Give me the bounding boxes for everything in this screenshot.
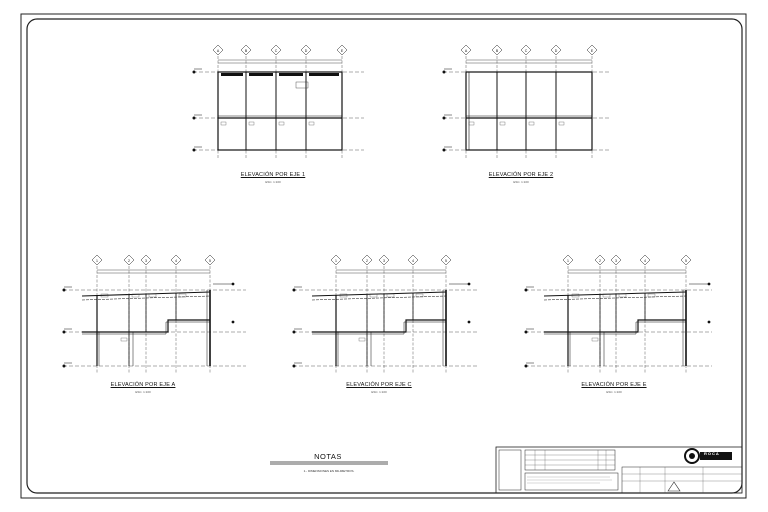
title-block	[495, 446, 743, 494]
grid-bubble: A	[212, 44, 224, 56]
elevation-eje-e: 1 2 3 4 5	[524, 254, 712, 374]
svg-text:4: 4	[412, 259, 414, 263]
svg-text:1: 1	[96, 259, 98, 263]
grid-bubble: A	[460, 44, 472, 56]
elevation-title: ELEVACIÓN POR EJE E	[581, 382, 647, 388]
grid-bubble: D	[300, 44, 312, 56]
svg-text:3: 3	[383, 259, 385, 263]
svg-text:5: 5	[685, 259, 687, 263]
svg-text:2: 2	[366, 259, 368, 263]
grid-bubble: 5	[680, 254, 692, 266]
svg-text:D: D	[555, 49, 558, 53]
elevation-title: ELEVACIÓN POR EJE 2	[488, 172, 554, 178]
grid-bubble: 4	[407, 254, 419, 266]
svg-text:B: B	[496, 49, 499, 53]
outer-frame	[20, 13, 747, 499]
svg-text:2: 2	[128, 259, 130, 263]
svg-text:5: 5	[209, 259, 211, 263]
elevation-scale: ESC. 1:100	[135, 390, 151, 394]
grid-bubble: C	[270, 44, 282, 56]
grid-bubble: 1	[91, 254, 103, 266]
elevation-scale: ESC. 1:100	[371, 390, 387, 394]
elevation-title: ELEVACIÓN POR EJE A	[110, 382, 176, 388]
svg-text:5: 5	[445, 259, 447, 263]
svg-text:D: D	[305, 49, 308, 53]
grid-bubble: C	[520, 44, 532, 56]
svg-text:C: C	[275, 49, 278, 53]
elevation-eje-2: A B C D E	[442, 44, 611, 158]
svg-text:3: 3	[145, 259, 147, 263]
svg-text:4: 4	[175, 259, 177, 263]
elevation-eje-c: 1 2 3 4 5	[292, 254, 479, 374]
logo	[684, 448, 732, 464]
grid-bubble: 2	[361, 254, 373, 266]
elevation-scale: ESC. 1:100	[606, 390, 622, 394]
elevation-title: ELEVACIÓN POR EJE C	[346, 382, 412, 388]
elevation-eje-1: A B C D E	[192, 44, 364, 158]
svg-text:A: A	[465, 49, 468, 53]
grid-bubble: 1	[562, 254, 574, 266]
svg-text:B: B	[245, 49, 248, 53]
grid-bubble: 5	[204, 254, 216, 266]
elevation-eje-a: 1 2 3 4 5	[62, 254, 246, 374]
svg-text:A: A	[217, 49, 220, 53]
grid-bubble: 3	[378, 254, 390, 266]
grid-bubble: E	[336, 44, 348, 56]
svg-text:E: E	[341, 49, 344, 53]
grid-bubble: 5	[440, 254, 452, 266]
svg-text:E: E	[591, 49, 594, 53]
grid-bubble: E	[586, 44, 598, 56]
elevation-title: ELEVACIÓN POR EJE 1	[240, 172, 306, 178]
svg-text:2: 2	[599, 259, 601, 263]
notes-title: NOTAS	[314, 452, 342, 461]
grid-bubble: 2	[123, 254, 135, 266]
logo-text: ROCA	[704, 451, 720, 456]
grid-bubble: B	[491, 44, 503, 56]
elevation-scale: ESC. 1:100	[513, 180, 529, 184]
grid-bubble: 1	[330, 254, 342, 266]
grid-bubble: 4	[639, 254, 651, 266]
svg-text:1: 1	[335, 259, 337, 263]
grid-bubble: 4	[170, 254, 182, 266]
grid-bubble: 2	[594, 254, 606, 266]
notes-item: 1.- DIMENSIONES EN MILIMETROS.	[303, 469, 355, 473]
svg-text:C: C	[525, 49, 528, 53]
grid-bubble: B	[240, 44, 252, 56]
grid-bubble: 3	[610, 254, 622, 266]
grid-bubble: 3	[140, 254, 152, 266]
grid-bubble: D	[550, 44, 562, 56]
elevation-scale: ESC. 1:100	[265, 180, 281, 184]
svg-text:3: 3	[615, 259, 617, 263]
inner-frame	[26, 18, 743, 494]
svg-text:1: 1	[567, 259, 569, 263]
svg-text:4: 4	[644, 259, 646, 263]
